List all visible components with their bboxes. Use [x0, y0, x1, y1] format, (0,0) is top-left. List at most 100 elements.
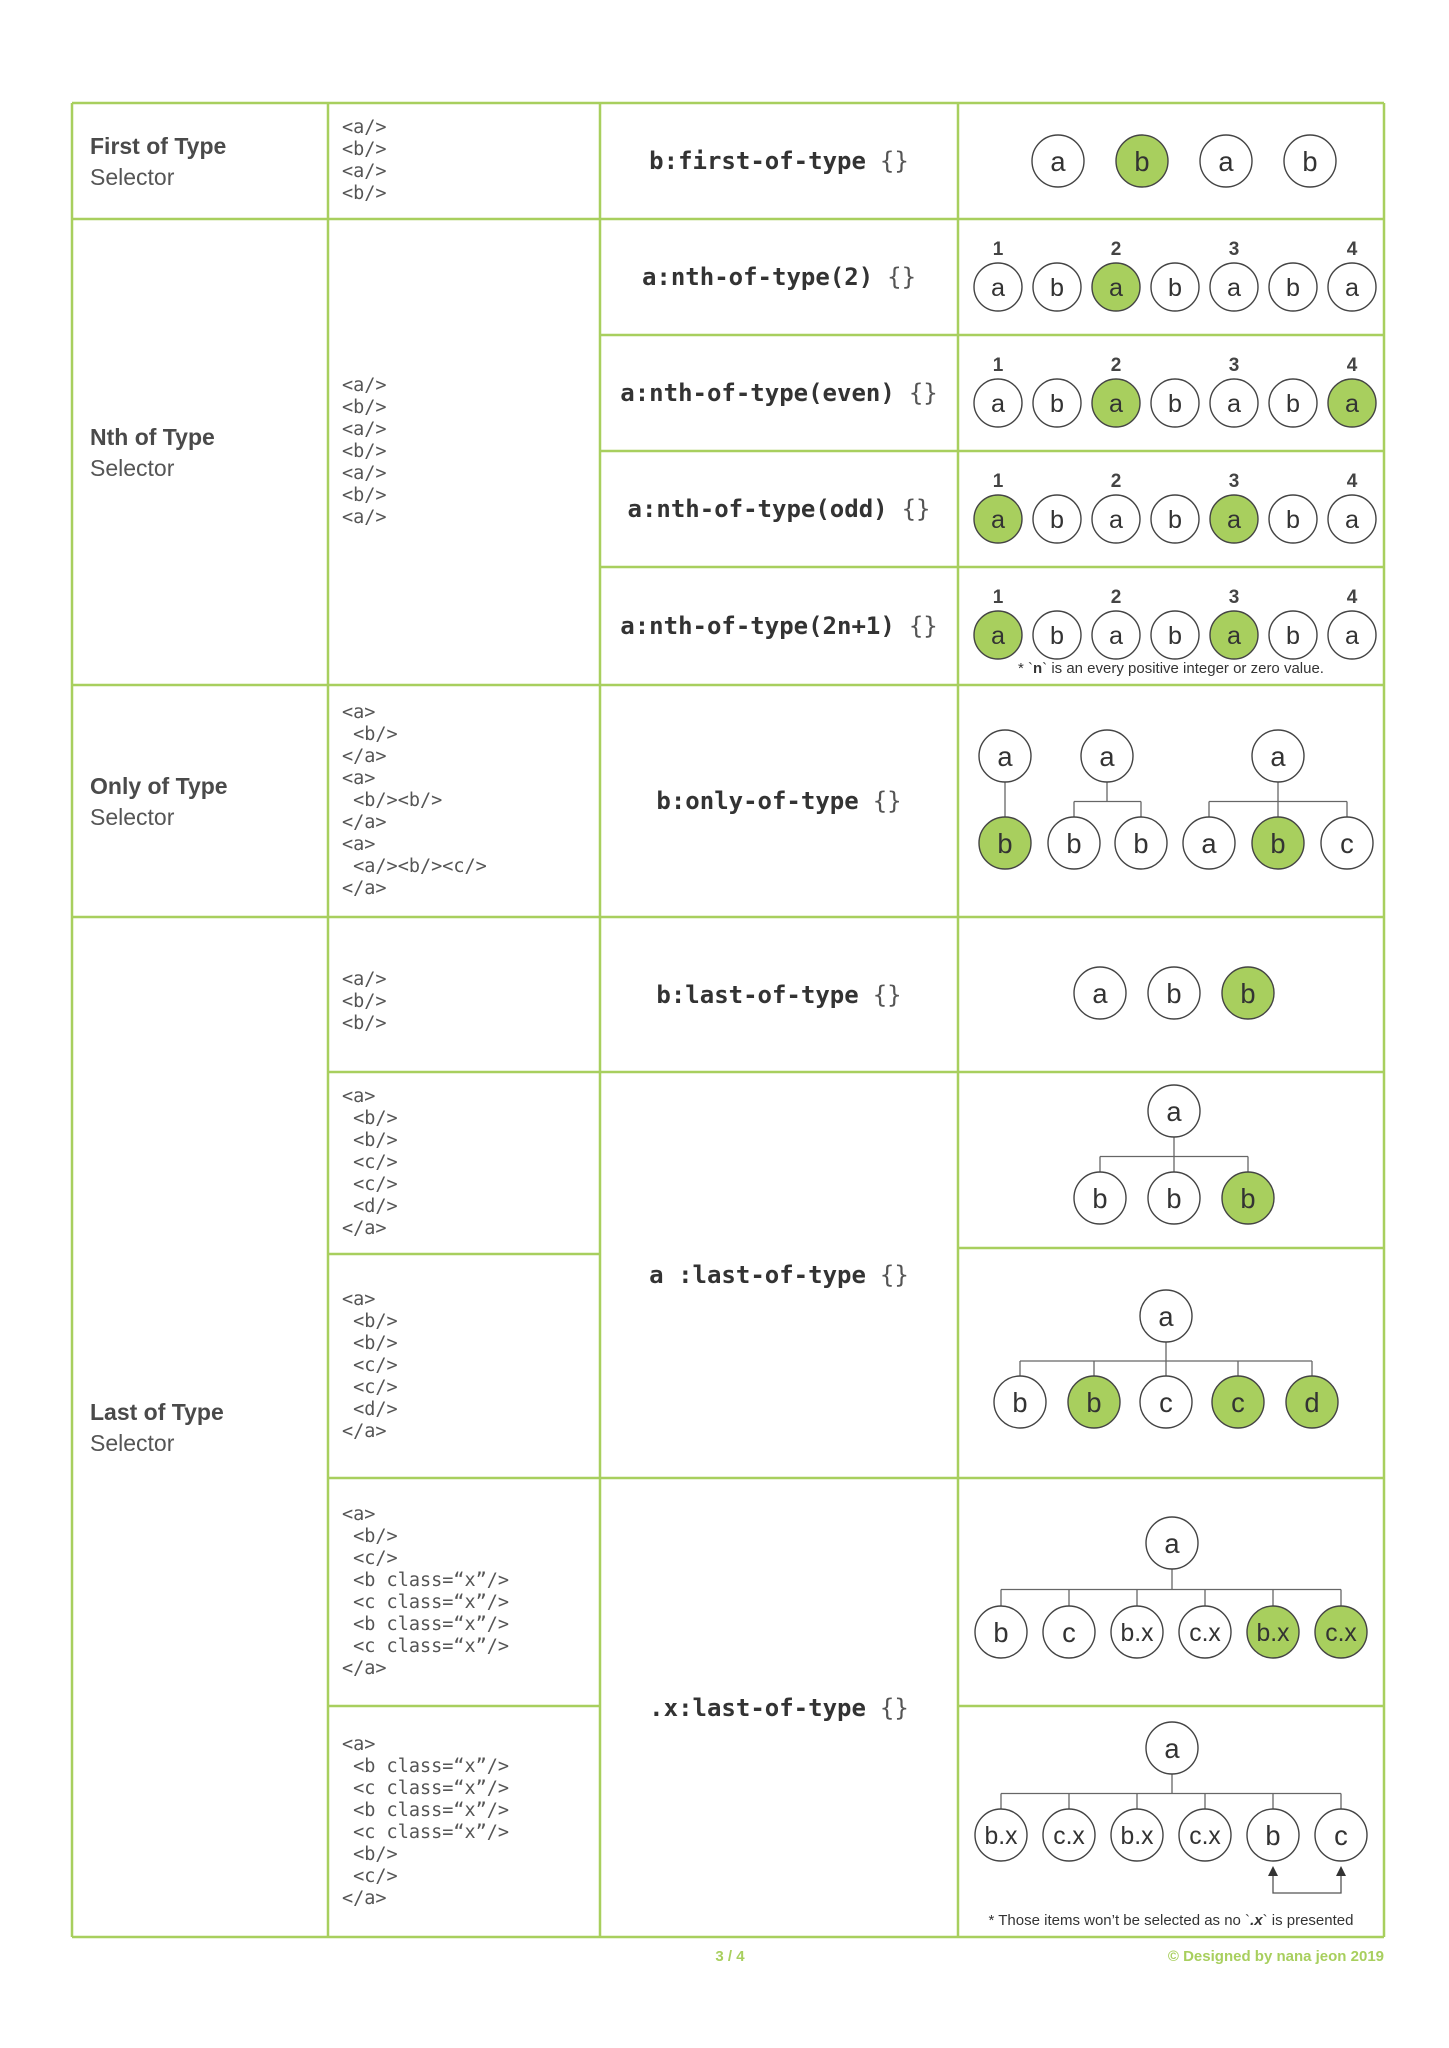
- section-only-of-type: Only of Type Selector: [72, 685, 328, 917]
- node-circle: [1147, 966, 1201, 1020]
- node: b.x: [1110, 1808, 1164, 1862]
- node: b: [1032, 610, 1082, 660]
- node-label: a: [1345, 390, 1360, 418]
- braces: {}: [887, 263, 917, 291]
- position-number: 3: [1229, 355, 1240, 376]
- node: b: [1251, 816, 1305, 870]
- node-circle: [1110, 1808, 1164, 1862]
- node: c: [1211, 1375, 1265, 1429]
- node-label: b: [1050, 506, 1064, 534]
- node-label: b: [997, 828, 1012, 859]
- node: a: [1251, 729, 1305, 783]
- node-label: a: [1109, 390, 1124, 418]
- node-label: c: [1062, 1617, 1076, 1648]
- node-label: c: [1334, 1820, 1348, 1851]
- node-label: c: [1231, 1387, 1245, 1418]
- node-circle: [1211, 1375, 1265, 1429]
- node-label: b: [1286, 506, 1300, 534]
- node-label: c: [1340, 828, 1354, 859]
- node-label: b: [1240, 978, 1255, 1009]
- node: a: [973, 610, 1023, 660]
- selector-text: b:last-of-type: [656, 980, 859, 1009]
- node: a: [1327, 494, 1377, 544]
- code-last-of-type-4: <a> <b/> <c/> <b class=“x”/> <c class=“x…: [342, 1504, 510, 1679]
- node: b: [1115, 134, 1169, 188]
- node-label: a: [1227, 622, 1242, 650]
- node-label: a: [991, 274, 1006, 302]
- node-circle: [1147, 1171, 1201, 1225]
- node-circle: [1209, 494, 1259, 544]
- node: b: [1114, 816, 1168, 870]
- nth-note: * `n` is an every positive integer or ze…: [1018, 660, 1324, 677]
- node-circle: [1209, 262, 1259, 312]
- node-label: a: [1227, 274, 1242, 302]
- position-number: 1: [993, 239, 1004, 260]
- node-label: b: [1050, 390, 1064, 418]
- selector-last-of-type: b:last-of-type{}: [600, 917, 958, 1072]
- code-only-of-type: <a> <b/> </a> <a> <b/><b/> </a> <a> <a/>…: [342, 702, 487, 899]
- node: a: [1145, 1516, 1199, 1570]
- node-label: a: [1158, 1301, 1174, 1332]
- selector-only-of-type: b:only-of-type{}: [600, 685, 958, 917]
- node-circle: [1080, 729, 1134, 783]
- node-circle: [1032, 494, 1082, 544]
- node-label: b: [1240, 1183, 1255, 1214]
- node-circle: [1091, 610, 1141, 660]
- node: a: [1199, 134, 1253, 188]
- node: b.x: [974, 1808, 1028, 1862]
- node-circle: [1150, 610, 1200, 660]
- node-label: b: [1286, 274, 1300, 302]
- node-label: a: [1050, 146, 1066, 177]
- node-circle: [1145, 1721, 1199, 1775]
- node: a: [1091, 494, 1141, 544]
- node: a: [1091, 262, 1141, 312]
- node: b.x: [1246, 1605, 1300, 1659]
- node: a: [978, 729, 1032, 783]
- node-label: a: [997, 741, 1013, 772]
- node: a: [1091, 378, 1141, 428]
- code-nth-of-type: <a/> <b/> <a/> <b/> <a/> <b/> <a/>: [342, 375, 387, 528]
- node-circle: [974, 1808, 1028, 1862]
- node: c: [1139, 1375, 1193, 1429]
- node-circle: [973, 610, 1023, 660]
- node-circle: [978, 729, 1032, 783]
- node: b: [1268, 378, 1318, 428]
- node-circle: [1032, 610, 1082, 660]
- node-circle: [1268, 262, 1318, 312]
- node-circle: [1067, 1375, 1121, 1429]
- node: b.x: [1110, 1605, 1164, 1659]
- node: b: [1032, 378, 1082, 428]
- selector-text: b:only-of-type: [656, 787, 859, 815]
- node-label: a: [991, 622, 1006, 650]
- node-label: b: [1168, 390, 1182, 418]
- node-circle: [1320, 816, 1374, 870]
- node: b: [1047, 816, 1101, 870]
- position-number: 2: [1111, 355, 1122, 376]
- selector-text: a :last-of-type: [649, 1261, 866, 1289]
- position-number: 3: [1229, 587, 1240, 608]
- node-label: b: [1092, 1183, 1107, 1214]
- node: b: [1268, 494, 1318, 544]
- selector-a-last-of-type: a :last-of-type{}: [600, 1072, 958, 1478]
- braces: {}: [908, 612, 938, 640]
- credit: © Designed by nana jeon 2019: [1167, 1948, 1384, 1965]
- node: b: [1150, 610, 1200, 660]
- node-label: b: [1066, 828, 1081, 859]
- node-circle: [1178, 1605, 1232, 1659]
- node-circle: [1139, 1375, 1193, 1429]
- selector-nth-2n1: a:nth-of-type(2n+1) {}: [600, 567, 958, 685]
- selector-x-last-of-type: .x:last-of-type{}: [600, 1478, 958, 1937]
- section-title: Nth of Type: [90, 424, 215, 450]
- node-circle: [974, 1605, 1028, 1659]
- page-number: 3 / 4: [715, 1948, 745, 1965]
- selector-text: .x:last-of-type: [649, 1693, 866, 1722]
- code-last-of-type-1: <a/> <b/> <b/>: [342, 969, 387, 1034]
- node-circle: [1031, 134, 1085, 188]
- selector-nth-odd: a:nth-of-type(odd){}: [600, 451, 958, 567]
- node-circle: [1114, 816, 1168, 870]
- selector-text: a:nth-of-type(2n+1): [620, 612, 895, 640]
- node: b: [974, 1605, 1028, 1659]
- node: c: [1042, 1605, 1096, 1659]
- position-number: 4: [1347, 471, 1358, 492]
